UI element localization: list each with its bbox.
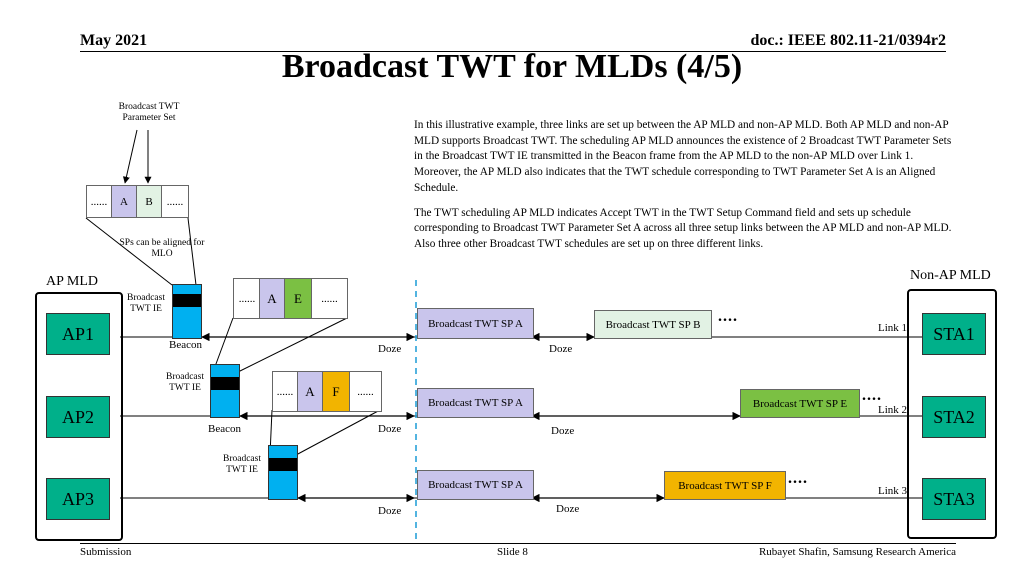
slide-title: Broadcast TWT for MLDs (4/5) xyxy=(281,48,743,85)
top-ie-b: B xyxy=(136,185,162,218)
link1-ie-field xyxy=(173,294,201,307)
top-ie-a: A xyxy=(111,185,137,218)
link2-sp-a: Broadcast TWT SP A xyxy=(417,388,534,418)
link3-sp-a: Broadcast TWT SP A xyxy=(417,470,534,500)
link1-ie-right: ...... xyxy=(311,278,348,319)
link1-sp-b: Broadcast TWT SP B xyxy=(594,310,712,339)
ie-callout-line-left xyxy=(85,217,173,286)
link2-sp-e: Broadcast TWT SP E xyxy=(740,389,860,418)
ap-mld-container xyxy=(35,292,123,541)
link1-ie-e: E xyxy=(284,278,312,319)
link1-sp-a: Broadcast TWT SP A xyxy=(417,308,534,339)
param-set-label: Broadcast TWT Parameter Set xyxy=(118,102,180,123)
description-paragraph-2: The TWT scheduling AP MLD indicates Acce… xyxy=(414,206,952,250)
link1-label: Link 1 xyxy=(878,322,908,334)
link3-sp-f: Broadcast TWT SP F xyxy=(664,471,786,500)
link2-label: Link 2 xyxy=(878,404,908,416)
footer-author: Rubayet Shafin, Samsung Research America xyxy=(758,546,956,558)
link3-label: Link 3 xyxy=(878,485,908,497)
link2-ie-a: A xyxy=(297,371,323,412)
footer-submission: Submission xyxy=(80,546,132,558)
header-doc-id: doc.: IEEE 802.11-21/0394r2 xyxy=(750,32,946,49)
top-ie-left: ...... xyxy=(86,185,112,218)
link1-doze-label-1: Doze xyxy=(378,343,402,355)
footer-slide-number: Slide 8 xyxy=(497,546,528,558)
link3-doze-label-1: Doze xyxy=(378,505,402,517)
footer-rule xyxy=(80,543,956,544)
description-paragraph-1: In this illustrative example, three link… xyxy=(414,119,952,194)
ap3-node: AP3 xyxy=(46,478,110,520)
link2-doze-label-1: Doze xyxy=(378,423,402,435)
ie2-callout-right xyxy=(237,317,348,373)
link2-beacon-frame xyxy=(210,364,240,418)
sta3-node: STA3 xyxy=(922,478,986,520)
link1-ie-left: ...... xyxy=(233,278,261,319)
link2-ie-f: F xyxy=(322,371,350,412)
sta2-node: STA2 xyxy=(922,396,986,438)
link2-ie-left: ...... xyxy=(272,371,298,412)
link1-beacon-label: Beacon xyxy=(169,339,202,351)
link1-ie-label: Broadcast TWT IE xyxy=(127,293,165,314)
sta1-node: STA1 xyxy=(922,313,986,355)
link1-ellipsis: .... xyxy=(718,308,738,325)
link3-doze-label-2: Doze xyxy=(556,503,580,515)
ie-callout-line-right xyxy=(187,217,197,286)
link3-ie-label: Broadcast TWT IE xyxy=(223,454,261,475)
param-set-arrow-a xyxy=(122,129,138,184)
link2-beacon-label: Beacon xyxy=(208,423,241,435)
link1-ie-a: A xyxy=(259,278,285,319)
link2-ie-label: Broadcast TWT IE xyxy=(166,372,204,393)
ap2-node: AP2 xyxy=(46,396,110,438)
description-text: In this illustrative example, three link… xyxy=(414,118,960,262)
link3-beacon-frame xyxy=(268,445,298,500)
sps-aligned-note: SPs can be aligned for MLO xyxy=(119,238,205,259)
ap1-node: AP1 xyxy=(46,313,110,355)
top-ie-right: ...... xyxy=(161,185,189,218)
ap-mld-label: AP MLD xyxy=(46,274,98,289)
link2-ellipsis: .... xyxy=(862,387,882,404)
link2-ie-field xyxy=(211,377,239,390)
ie3-callout-right xyxy=(295,409,381,456)
header-rule xyxy=(80,51,946,52)
link1-doze-label-2: Doze xyxy=(549,343,573,355)
link3-ellipsis: .... xyxy=(788,470,808,487)
link3-ie-field xyxy=(269,458,297,471)
non-ap-mld-label: Non-AP MLD xyxy=(910,268,991,283)
link2-doze-label-2: Doze xyxy=(551,425,575,437)
non-ap-mld-container xyxy=(907,289,997,539)
ie2-callout-left xyxy=(212,317,234,373)
link1-beacon-frame xyxy=(172,284,202,339)
link2-ie-right: ...... xyxy=(349,371,382,412)
header-date: May 2021 xyxy=(80,32,148,49)
